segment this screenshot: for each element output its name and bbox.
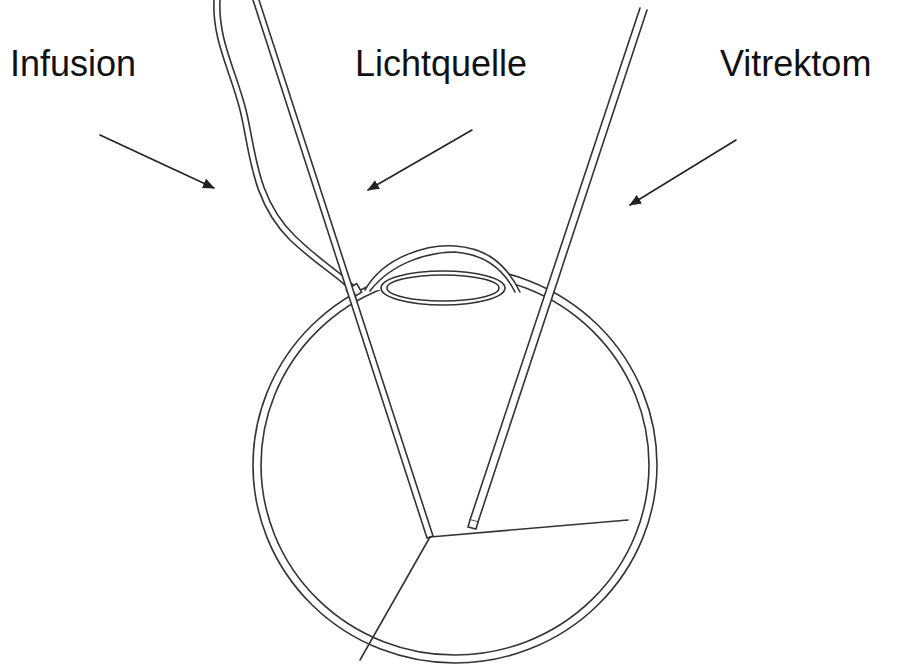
light-ray: [360, 537, 430, 660]
retina-outline: [261, 275, 649, 655]
light-ray: [430, 520, 628, 537]
lens-inner: [387, 275, 499, 301]
leader-arrow: [100, 135, 214, 188]
leader-arrow: [368, 130, 472, 190]
leader-arrow: [630, 140, 736, 205]
sclera-outline: [253, 267, 657, 663]
vitrectome-tip: [468, 520, 478, 529]
part-label: Infusion: [10, 42, 136, 85]
vitrectome-probe: [470, 8, 647, 522]
part-label: Lichtquelle: [355, 42, 527, 85]
part-label: Vitrektom: [720, 42, 871, 85]
infusion-tube: [214, 0, 352, 292]
lens: [381, 271, 505, 305]
